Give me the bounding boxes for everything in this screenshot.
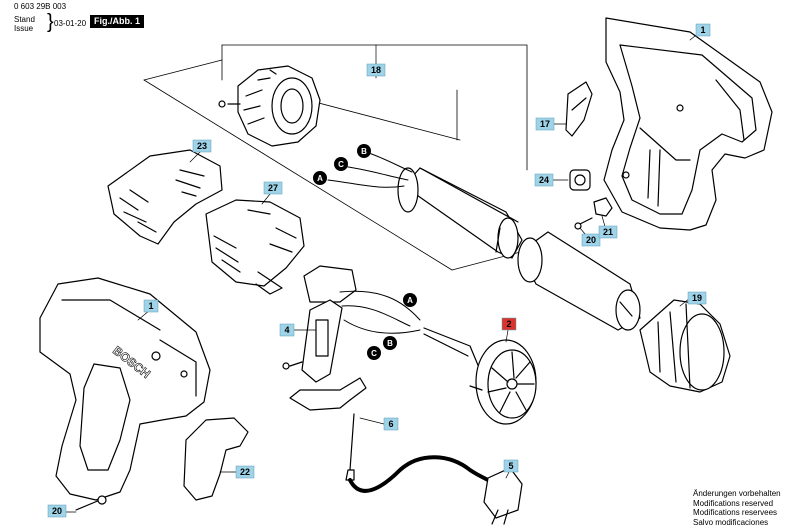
- stand-label: Stand: [14, 15, 35, 24]
- figure-label: Fig./Abb. 1: [90, 15, 144, 28]
- wire-tag-c-lower: C: [367, 346, 381, 360]
- callout-label: 24: [539, 175, 549, 185]
- rear-grille-cap: [218, 65, 321, 147]
- callout-label: 1: [700, 25, 705, 35]
- callout-label: 1: [148, 301, 153, 311]
- stand-issue-label: Stand Issue: [14, 15, 35, 33]
- power-plug: [483, 467, 523, 525]
- motor-housing: [205, 199, 305, 295]
- switch-assembly: [282, 265, 357, 383]
- wire-tag-label: B: [361, 147, 367, 156]
- callout-1-top: 1: [695, 23, 711, 37]
- wire-tag-b-lower: B: [383, 336, 397, 350]
- callout-label: 21: [603, 227, 613, 237]
- adjustment-knob: [569, 169, 591, 191]
- slider-part: [565, 81, 593, 137]
- wire-tag-label: C: [338, 160, 344, 169]
- wire-tag-a-upper: A: [313, 171, 327, 185]
- part-number: 0 603 29B 003: [14, 2, 67, 11]
- callout-22: 22: [235, 465, 255, 479]
- callout-label: 22: [240, 467, 250, 477]
- note-fr: Modifications reservees: [693, 508, 778, 517]
- wire-tag-label: C: [371, 349, 377, 358]
- callout-19: 19: [687, 291, 707, 305]
- inner-element-tube: [517, 231, 641, 331]
- callout-label: 6: [388, 419, 393, 429]
- callout-label: 2: [506, 319, 511, 329]
- housing-half-top: [603, 17, 773, 231]
- callout-label: 17: [540, 119, 550, 129]
- nozzle-cap: [639, 299, 731, 393]
- callout-4: 4: [279, 323, 295, 337]
- callout-20-top: 20: [581, 233, 601, 247]
- callout-18: 18: [366, 63, 386, 77]
- note-es: Salvo modificaciones: [693, 517, 769, 527]
- callout-21: 21: [598, 225, 618, 239]
- part-callouts: 1 17 18 23 24 27 20 21: [47, 23, 711, 518]
- callout-27: 27: [263, 181, 283, 195]
- wire-tag-label: A: [317, 174, 323, 183]
- power-cable: [289, 377, 500, 493]
- wire-harness-lower: [339, 290, 421, 334]
- issue-label: Issue: [14, 24, 34, 33]
- heating-tube: [397, 167, 523, 259]
- callout-17: 17: [535, 117, 555, 131]
- wire-tag-c-upper: C: [334, 157, 348, 171]
- callout-20-bottom: 20: [47, 504, 67, 518]
- callout-label: 5: [508, 461, 513, 471]
- note-en: Modifications reserved: [693, 498, 774, 508]
- callout-23: 23: [192, 139, 212, 153]
- callout-label: 20: [586, 235, 596, 245]
- callout-24: 24: [534, 173, 554, 187]
- callout-label: 19: [692, 293, 702, 303]
- wire-tag-a-lower: A: [403, 293, 417, 307]
- callout-label: 20: [52, 506, 62, 516]
- callout-label: 18: [371, 65, 381, 75]
- issue-date: 03-01-20: [54, 19, 87, 28]
- wire-tags: A B C A B C: [313, 144, 417, 360]
- brace: }: [47, 11, 54, 33]
- trigger-cover: [183, 417, 249, 501]
- housing-screw: [75, 495, 107, 511]
- callout-1-bottom: 1: [143, 299, 159, 313]
- wire-tag-b-upper: B: [357, 144, 371, 158]
- wire-tag-label: B: [387, 339, 393, 348]
- callout-label: 23: [197, 141, 207, 151]
- fan-element: [423, 327, 537, 425]
- note-de: Änderungen vorbehalten: [693, 489, 781, 498]
- modification-notes: Änderungen vorbehalten Modifications res…: [693, 489, 781, 527]
- callout-5: 5: [503, 459, 519, 473]
- callout-label: 4: [284, 325, 289, 335]
- wire-tag-label: A: [407, 296, 413, 305]
- callout-6: 6: [383, 417, 399, 431]
- clip-part: [574, 197, 613, 230]
- side-cover: [107, 149, 223, 245]
- callout-label: 27: [268, 183, 278, 193]
- callout-2: 2: [501, 317, 517, 331]
